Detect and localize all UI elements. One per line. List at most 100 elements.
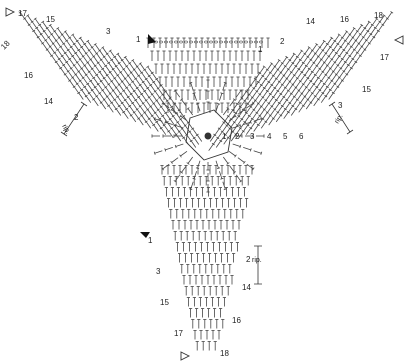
stitch [172, 128, 177, 135]
stitch [258, 97, 263, 104]
stitch [219, 93, 222, 101]
stitch [56, 62, 61, 69]
stitch [353, 31, 358, 38]
stitch [104, 57, 109, 64]
stitch [296, 81, 301, 88]
stitch [94, 78, 99, 85]
round-label: 14 [242, 283, 251, 292]
stitch [139, 76, 144, 83]
stitch [122, 82, 127, 89]
round-label: 3 [338, 101, 343, 110]
stitch [151, 107, 156, 114]
stitch [281, 109, 286, 116]
stitch [80, 38, 85, 45]
stitch [314, 78, 319, 85]
stitch [194, 171, 197, 179]
stitch [73, 35, 78, 42]
stitch [127, 109, 132, 116]
stitch [155, 113, 160, 120]
stitch [302, 87, 307, 94]
round-label: 18 [220, 349, 229, 358]
stitch [279, 97, 284, 104]
stitch [293, 57, 298, 64]
stitch [127, 88, 132, 95]
stitch [308, 72, 313, 79]
stitch [56, 41, 61, 48]
stitch [264, 103, 269, 110]
stitch [134, 91, 139, 98]
stitch [329, 50, 334, 57]
stitch [165, 147, 173, 150]
repeat-label: rip. [334, 113, 345, 125]
round-label: 1 [136, 35, 141, 44]
stitch [255, 73, 260, 80]
stitch [308, 93, 313, 100]
stitch [255, 94, 260, 101]
stitch [273, 112, 278, 119]
stitch [245, 116, 250, 123]
stitch [326, 47, 331, 54]
stitch [284, 69, 289, 76]
stitch [68, 50, 73, 57]
stitch [269, 76, 274, 83]
chain-stitch [179, 41, 182, 43]
stitch [151, 85, 156, 92]
stitch-top [220, 178, 223, 179]
stitch [288, 85, 293, 92]
chain-stitch [184, 41, 187, 43]
stitch-top [220, 93, 223, 94]
stitch [348, 38, 353, 45]
round-label: 2 [235, 132, 240, 141]
stitch [240, 101, 245, 108]
stitch [92, 47, 97, 54]
stitch [269, 97, 274, 104]
stitch [266, 73, 271, 80]
stitch [276, 73, 281, 80]
stitch [293, 78, 298, 85]
stitch [290, 75, 295, 82]
stitch [233, 125, 238, 132]
stitch [303, 78, 308, 85]
stitch [89, 93, 94, 100]
stitch [306, 103, 311, 110]
stitch [305, 90, 310, 97]
stitch-top [217, 168, 220, 169]
stitch [258, 76, 263, 83]
stitch [315, 47, 320, 54]
stitch [25, 19, 30, 26]
stitch [169, 131, 174, 138]
stitch [257, 85, 262, 92]
stitch [161, 107, 166, 114]
stitch [143, 82, 148, 89]
stitch [278, 85, 283, 92]
stitch [223, 109, 228, 116]
stitch [119, 106, 124, 113]
stitch [121, 72, 126, 79]
stitch [88, 63, 93, 70]
stitch [261, 100, 266, 107]
stitch [365, 43, 370, 50]
stitch [309, 63, 314, 70]
round-label: 14 [306, 17, 315, 26]
stitch [92, 90, 97, 97]
stitch [290, 97, 295, 104]
stitch-top [165, 121, 166, 124]
stitch [118, 97, 123, 104]
stitch [74, 65, 79, 72]
stitch [327, 59, 332, 66]
round-label: 16 [232, 316, 241, 325]
stitch [154, 82, 159, 89]
stitch [188, 157, 193, 164]
round-label: 18 [0, 38, 12, 51]
stitch [272, 100, 277, 107]
stitch [181, 151, 188, 156]
stitch [113, 91, 118, 98]
stitch-top [154, 152, 155, 155]
stitch-top [196, 168, 199, 169]
stitch [297, 51, 302, 58]
stitch-top [165, 148, 166, 151]
stitch [146, 100, 151, 107]
stitch [314, 99, 319, 106]
stitch [287, 94, 292, 101]
stitch [98, 84, 103, 91]
